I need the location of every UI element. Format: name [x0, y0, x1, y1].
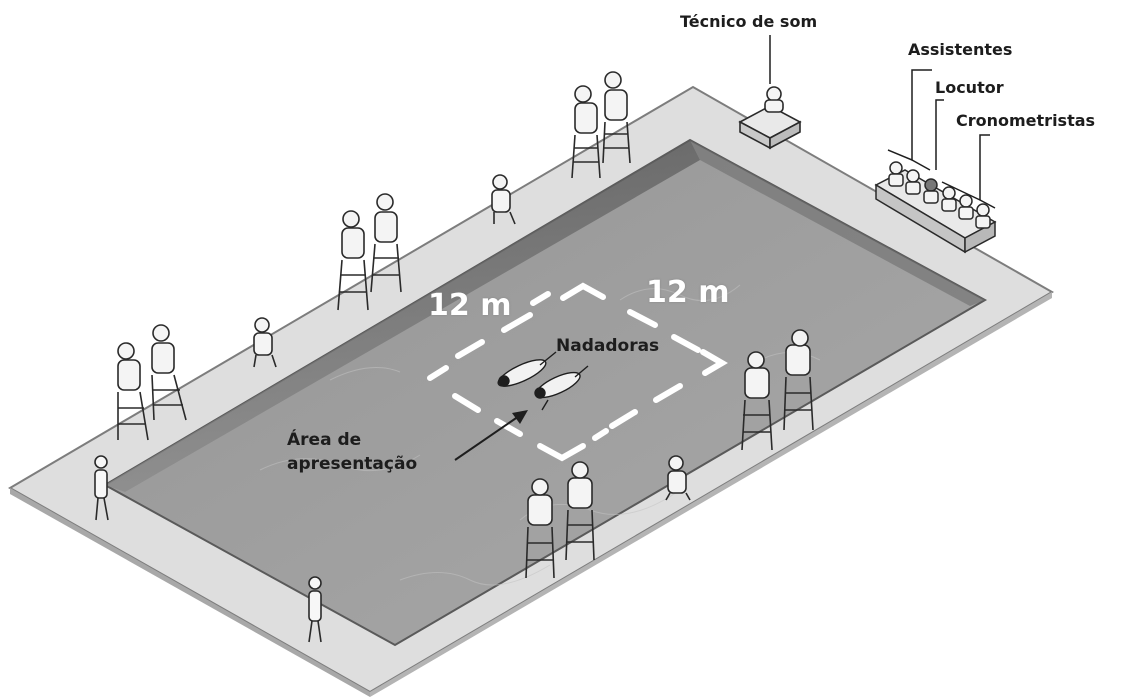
- pool-wall-left: [690, 140, 985, 306]
- officials-table: [874, 161, 997, 254]
- timekeepers-label: Cronometristas: [956, 111, 1096, 130]
- judge-tower-front-2: [525, 461, 595, 579]
- presentation-area-label: Área de apresentação: [287, 428, 417, 476]
- judge-tower-back-1: [571, 71, 631, 179]
- pool-deck-edge: [10, 488, 370, 697]
- pool-wall-back: [105, 140, 700, 492]
- presentation-area-label-line1: Área de: [287, 430, 362, 450]
- standing-official-front: [308, 576, 322, 643]
- seated-judge-1: [491, 174, 516, 225]
- sound-technician-label: Técnico de som: [680, 12, 818, 31]
- distance-label-right: 12 m: [646, 275, 730, 310]
- distance-label-left: 12 m: [428, 288, 512, 323]
- seated-judge-3: [665, 455, 691, 501]
- label-brackets: [769, 35, 996, 209]
- presentation-area-marks: [427, 282, 728, 462]
- judge-tower-front-1: [741, 329, 814, 451]
- seated-judge-2: [253, 317, 277, 368]
- judge-tower-back-3: [117, 324, 187, 441]
- area-arrow: [454, 410, 528, 461]
- sound-tech-table: [738, 86, 802, 150]
- presentation-area-label-line2: apresentação: [287, 454, 418, 474]
- standing-official-left: [94, 455, 109, 521]
- judge-tower-back-2: [337, 193, 402, 311]
- swimmers-label: Nadadoras: [556, 336, 660, 356]
- pool-deck-edge-right: [370, 292, 1052, 697]
- assistants-label: Assistentes: [908, 40, 1013, 59]
- speaker-label: Locutor: [935, 78, 1004, 97]
- swimmers: [497, 351, 589, 411]
